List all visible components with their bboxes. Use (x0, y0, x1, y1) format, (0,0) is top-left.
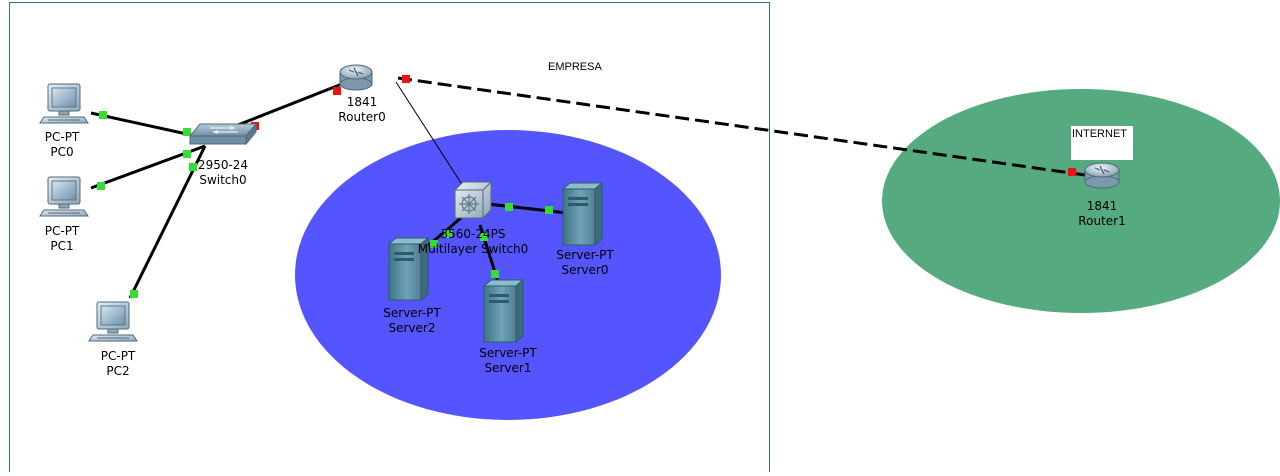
link-router0-router1-serial[interactable] (397, 76, 1086, 177)
link-router0-mlswitch0[interactable] (395, 81, 473, 201)
server-icon[interactable] (482, 278, 525, 344)
device-model: 1841 (1086, 199, 1118, 213)
link-light-up (491, 270, 499, 278)
link-light-down (1068, 168, 1076, 176)
router-icon[interactable] (1084, 162, 1120, 189)
device-model: PC-PT (100, 349, 136, 363)
device-model: 1841 (346, 95, 378, 109)
pc1-label: PC-PT PC1 (45, 224, 80, 254)
device-name: Switch0 (199, 173, 247, 187)
device-name: PC0 (50, 145, 74, 159)
desktop-pc-icon[interactable] (88, 301, 138, 342)
server-zone-ellipse (295, 130, 721, 420)
server-icon[interactable] (561, 181, 604, 247)
desktop-pc-icon[interactable] (39, 83, 89, 124)
desktop-pc-icon[interactable] (39, 176, 89, 217)
router-icon[interactable] (339, 64, 373, 91)
router1-label: 1841 Router1 (1078, 199, 1125, 229)
server0-label: Server-PT Server0 (556, 248, 613, 278)
device-name: Server1 (484, 361, 532, 375)
internet-zone-ellipse (882, 89, 1280, 313)
router0-label: 1841 Router0 (338, 95, 385, 125)
device-model: PC-PT (44, 130, 80, 144)
server-icon[interactable] (387, 236, 430, 302)
device-name: Router0 (338, 110, 386, 124)
mlswitch0-label: 3560-24PS Multilayer Switch0 (418, 227, 529, 257)
link-light-up (183, 128, 191, 136)
server1-label: Server-PT Server1 (479, 346, 536, 376)
switch0-label: 2950-24 Switch0 (198, 158, 248, 188)
device-model: Server-PT (383, 306, 441, 320)
link-mlswitch0-server0[interactable] (487, 202, 568, 215)
link-light-up (97, 182, 105, 190)
device-name: Server0 (561, 263, 609, 277)
link-light-up (430, 240, 438, 248)
server2-label: Server-PT Server2 (383, 306, 440, 336)
switch-icon[interactable] (188, 122, 258, 146)
device-name: PC2 (106, 364, 130, 378)
device-model: 2950-24 (197, 158, 249, 172)
device-name: Router1 (1078, 214, 1126, 228)
link-light-up (545, 206, 553, 214)
pc2-label: PC-PT PC2 (101, 349, 136, 379)
multilayer-switch-icon[interactable] (454, 181, 492, 219)
link-light-up (183, 150, 191, 158)
link-light-down (333, 87, 341, 95)
internet-area-label: INTERNET (1072, 128, 1127, 140)
device-model: Server-PT (556, 248, 614, 262)
link-light-up (99, 111, 107, 119)
link-light-up (505, 203, 513, 211)
link-light-down (402, 75, 410, 83)
link-pc2-switch0[interactable] (128, 145, 207, 299)
link-light-up (130, 290, 138, 298)
internet-label-box (1071, 126, 1133, 160)
device-name: PC1 (50, 239, 74, 253)
pc0-label: PC-PT PC0 (45, 130, 80, 160)
device-model: PC-PT (44, 224, 80, 238)
link-light-up (480, 233, 488, 241)
device-model: Server-PT (479, 346, 537, 360)
empresa-area-label: EMPRESA (548, 61, 602, 73)
link-light-up (189, 163, 197, 171)
device-name: Multilayer Switch0 (417, 242, 529, 256)
link-light-up (444, 230, 452, 238)
device-name: Server2 (388, 321, 436, 335)
device-model: 3560-24PS (440, 227, 506, 241)
